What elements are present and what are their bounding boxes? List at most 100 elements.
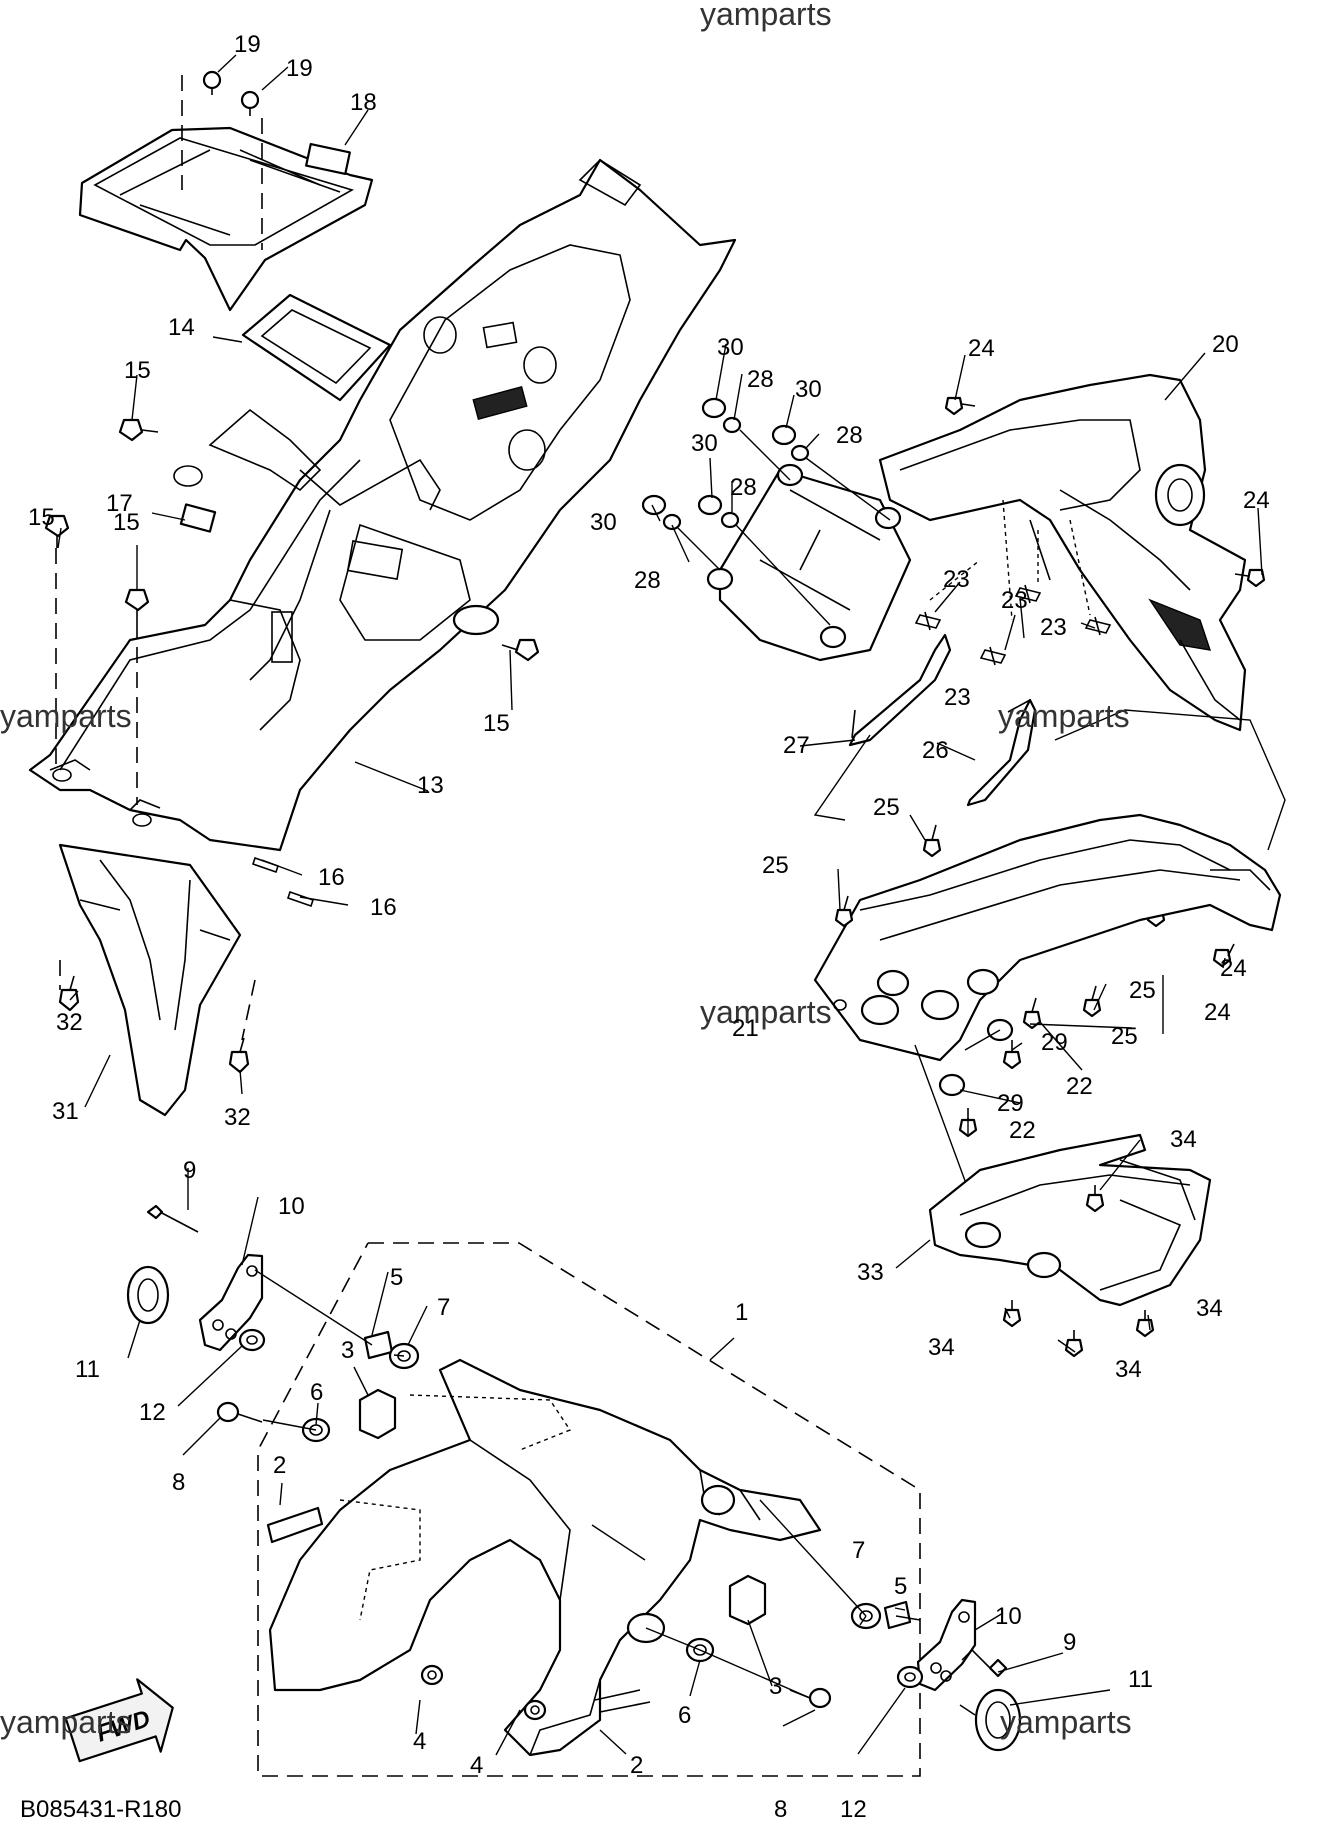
callout-label: 30: [590, 509, 617, 536]
clip-part-17: [179, 503, 217, 533]
callout-label: 2: [630, 1752, 643, 1779]
reflector-decal-part-2: [266, 1506, 324, 1544]
callout-label: 2: [273, 1452, 286, 1479]
callout-label: 6: [678, 1702, 691, 1729]
diagram-code: B085431-R180: [20, 1796, 181, 1823]
watermark: yamparts: [700, 994, 832, 1030]
watermark: yamparts: [0, 698, 132, 734]
bracket-part-26: [966, 698, 1037, 807]
callout-label: 9: [183, 1157, 196, 1184]
callout-label: 5: [390, 1264, 403, 1291]
watermark: yamparts: [700, 0, 832, 32]
license-bracket-part-21: [813, 813, 1282, 1062]
callout-label: 28: [730, 474, 757, 501]
callout-label: 19: [234, 31, 261, 58]
callout-label: 22: [1066, 1073, 1093, 1100]
callout-label: 25: [1111, 1023, 1138, 1050]
collar-part-28: [662, 416, 810, 531]
callout-label: 19: [286, 55, 313, 82]
callout-label: 10: [995, 1603, 1022, 1630]
seat-lock-bracket: [706, 463, 912, 662]
bolt-part-15: [44, 418, 540, 662]
callout-label: 7: [437, 1294, 450, 1321]
callout-label: 21: [732, 1015, 759, 1042]
callout-label: 34: [1196, 1295, 1223, 1322]
callout-label: 15: [124, 357, 151, 384]
callout-label: 25: [762, 852, 789, 879]
watermark: yamparts: [998, 698, 1130, 734]
seal-part-14: [241, 293, 392, 402]
callout-label: 22: [1009, 1117, 1036, 1144]
bracket-part-27: [848, 633, 952, 747]
callout-label: 3: [769, 1673, 782, 1700]
front-fender-dashed-outline: [257, 1242, 921, 1777]
bolt-part-9: [146, 1204, 1008, 1678]
callout-label: 16: [318, 864, 345, 891]
light-cover-part-33: [928, 1133, 1212, 1307]
callout-label: 31: [52, 1098, 79, 1125]
callout-label: 15: [113, 509, 140, 536]
screw-part-19: [202, 70, 260, 116]
grommet-leader: [677, 429, 891, 626]
callout-label: 8: [172, 1469, 185, 1496]
callout-label: 8: [774, 1796, 787, 1823]
callout-label: 24: [1243, 487, 1270, 514]
front-fender-leader: [254, 1269, 976, 1716]
callout-label: 17: [106, 490, 133, 517]
callout-label: 28: [634, 567, 661, 594]
front-fender-part-2: [268, 1358, 822, 1757]
grommet-part-29: [938, 1018, 1014, 1097]
mudguard-leader: [59, 960, 256, 1041]
mudguard-part-31: [58, 843, 242, 1117]
callout-label: 23: [944, 684, 971, 711]
callout-label: 28: [747, 366, 774, 393]
callout-label: 12: [840, 1796, 867, 1823]
screw-part-32: [58, 975, 250, 1074]
callout-label: 3: [341, 1337, 354, 1364]
callout-label: 33: [857, 1259, 884, 1286]
fender-bolt-leader: [55, 548, 138, 805]
callout-label: 26: [922, 737, 949, 764]
callout-label: 9: [1063, 1629, 1076, 1656]
reflector-part-11: [126, 1265, 1022, 1752]
battery-tray-part-18: [78, 126, 374, 312]
callout-label: 30: [795, 376, 822, 403]
callout-label: 25: [873, 794, 900, 821]
callout-label: 32: [56, 1009, 83, 1036]
callout-label: 4: [470, 1752, 483, 1779]
callout-label: 29: [1041, 1029, 1068, 1056]
callout-label: 32: [224, 1104, 251, 1131]
clip-part-3: [358, 1388, 767, 1626]
callout-label: 24: [1220, 955, 1247, 982]
bolt-part-25: [834, 824, 1102, 1030]
bracket-part-10: [198, 1253, 977, 1692]
callout-label: 28: [836, 422, 863, 449]
callout-label: 29: [997, 1090, 1024, 1117]
callout-label: 15: [28, 504, 55, 531]
callout-label: 30: [717, 334, 744, 361]
callout-label: 7: [852, 1537, 865, 1564]
callout-label: 1: [735, 1299, 748, 1326]
callout-label: 34: [1115, 1356, 1142, 1383]
callout-label: 11: [75, 1356, 100, 1383]
callout-label: 34: [928, 1334, 955, 1361]
callout-label: 34: [1170, 1126, 1197, 1153]
license-bracket-leader: [813, 709, 1286, 851]
callout-label: 12: [139, 1399, 166, 1426]
callout-label: 23: [943, 566, 970, 593]
callout-leaders-right: [651, 343, 1263, 1353]
callout-label: 18: [350, 89, 377, 116]
rear-fender-part-13: [28, 158, 737, 852]
callout-label: 15: [483, 710, 510, 737]
callout-label: 11: [1128, 1666, 1153, 1693]
callout-label: 24: [1204, 999, 1231, 1026]
callout-label: 20: [1212, 331, 1239, 358]
callout-label: 25: [1129, 977, 1156, 1004]
grommet-part-30: [641, 397, 797, 516]
callout-label: 10: [278, 1193, 305, 1220]
washer-part-4: [420, 1664, 547, 1721]
callout-label: 23: [1001, 587, 1028, 614]
tray-fastener-leader: [181, 75, 263, 250]
callout-label: 14: [168, 314, 195, 341]
